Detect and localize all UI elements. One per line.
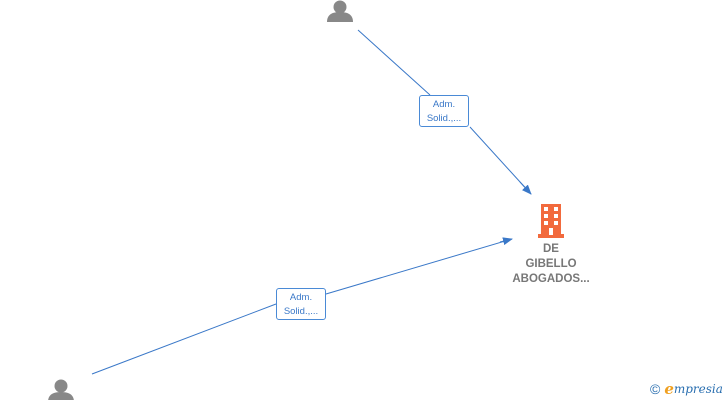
- company-name-line: GIBELLO: [525, 258, 577, 270]
- brand-name-rest: mpresia: [673, 382, 723, 396]
- edge-line-bottom: [91, 238, 513, 375]
- edge-arrow-top: [519, 181, 532, 195]
- edge-label-line: Solid.,...: [426, 113, 462, 124]
- edge-label-line: Solid.,...: [283, 306, 319, 317]
- edge-label-bottom[interactable]: Adm. Solid.,...: [276, 288, 326, 320]
- brand-initial: e: [664, 380, 674, 398]
- company-name-label[interactable]: DE GIBELLO ABOGADOS...: [496, 242, 606, 287]
- edge-label-line: Adm.: [432, 99, 456, 110]
- edge-label-line: Adm.: [289, 292, 313, 303]
- company-name-line: DE: [543, 243, 559, 255]
- edge-arrow-bottom: [499, 237, 513, 246]
- edge-label-top[interactable]: Adm. Solid.,...: [419, 95, 469, 127]
- person-icon[interactable]: [327, 0, 353, 23]
- person-icon[interactable]: [48, 379, 74, 400]
- company-name-line: ABOGADOS...: [512, 273, 590, 285]
- building-icon[interactable]: [538, 204, 564, 238]
- copyright-icon: ©: [650, 381, 661, 397]
- brand-watermark: © e mpresia: [650, 380, 723, 398]
